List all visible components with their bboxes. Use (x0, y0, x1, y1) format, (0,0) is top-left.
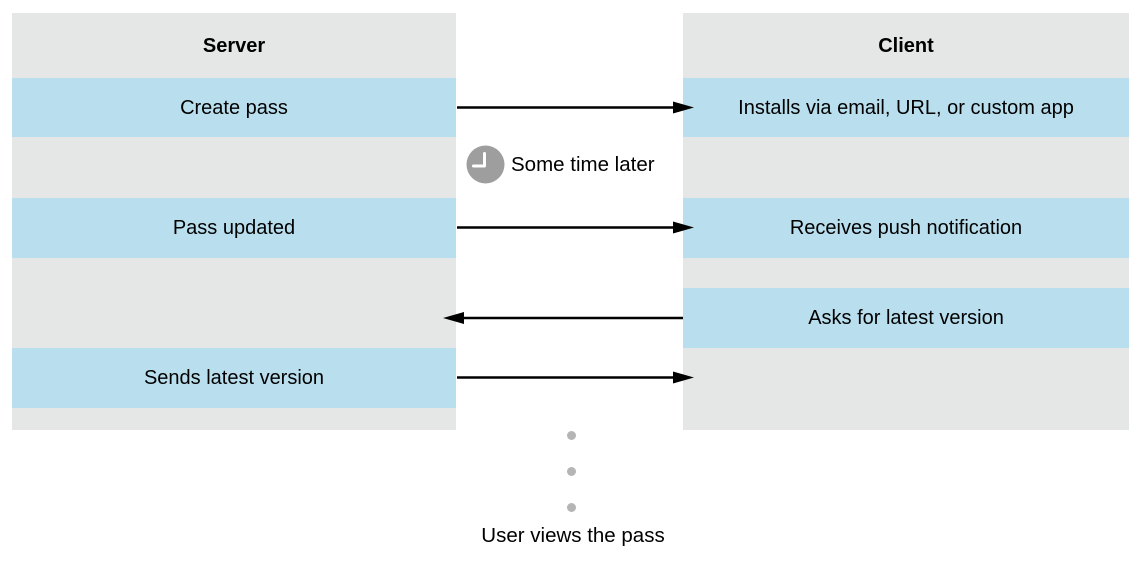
server-row-create-pass: Create pass (12, 78, 456, 137)
server-row-pass-updated: Pass updated (12, 198, 456, 258)
server-row-spacer (12, 137, 456, 198)
arrow-pass-updated (457, 221, 694, 234)
arrow-create-pass (457, 101, 694, 114)
client-row-spacer (683, 258, 1129, 288)
client-row-label: Installs via email, URL, or custom app (738, 96, 1074, 119)
clock-icon (466, 145, 505, 184)
client-row-asks-latest: Asks for latest version (683, 288, 1129, 348)
client-title: Client (878, 34, 934, 57)
client-row-installs: Installs via email, URL, or custom app (683, 78, 1129, 137)
client-column-header: Client (683, 13, 1129, 78)
client-row-spacer (683, 348, 1129, 430)
server-row-label: Create pass (180, 96, 288, 119)
server-row-label: Sends latest version (143, 367, 325, 389)
ellipsis-dot (567, 467, 576, 476)
client-column: Client Installs via email, URL, or custo… (683, 13, 1129, 430)
server-row-label: Pass updated (172, 217, 296, 239)
client-row-spacer (683, 137, 1129, 198)
client-row-receives-push: Receives push notification (683, 198, 1129, 258)
ellipsis-dot (567, 431, 576, 440)
server-title: Server (202, 34, 266, 57)
user-views-pass-label: User views the pass (481, 524, 665, 547)
ellipsis-dot (567, 503, 576, 512)
server-row-spacer (12, 258, 456, 348)
arrow-sends-latest-version (457, 371, 694, 384)
client-row-label: Asks for latest version (808, 307, 1004, 329)
arrow-asks-latest-version (443, 312, 683, 324)
server-row-sends-latest-version: Sends latest version (12, 348, 456, 408)
server-row-spacer (12, 408, 456, 430)
ellipsis-dots (567, 431, 576, 512)
server-column-header: Server (12, 13, 456, 78)
some-time-later-label: Some time later (511, 153, 655, 176)
client-row-label: Receives push notification (789, 217, 1023, 239)
server-column: Server Create pass Pass updated Sends la… (12, 13, 456, 430)
